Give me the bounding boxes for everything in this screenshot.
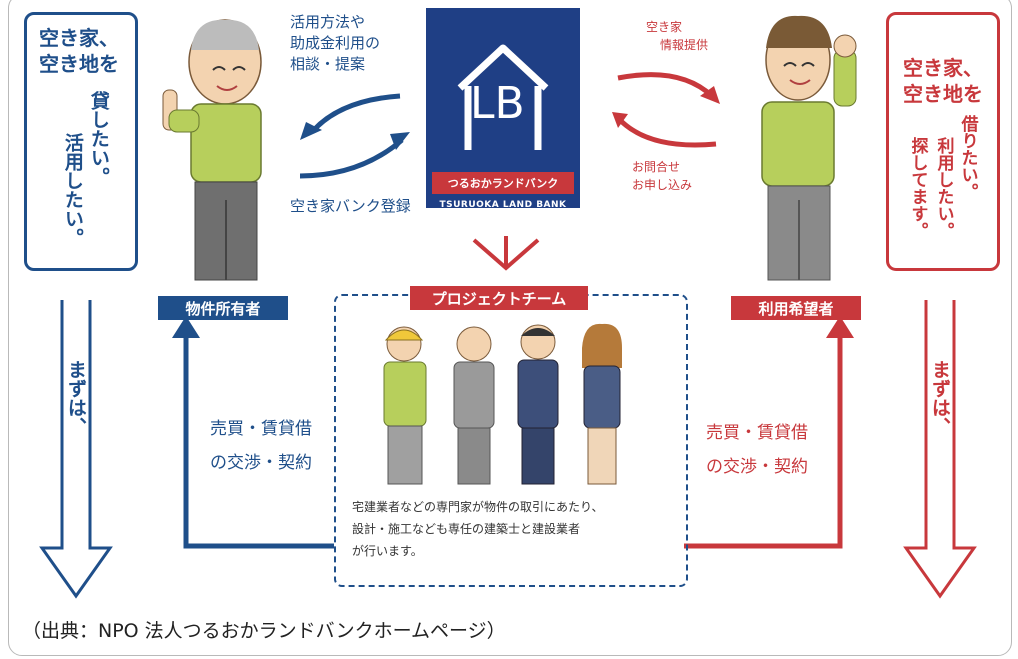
arrow-to-bank-right-head bbox=[612, 112, 628, 128]
arrow-to-bank-head bbox=[390, 132, 410, 150]
owner-speech-line1: 空き家、 bbox=[39, 26, 119, 50]
team-description: 宅建業者などの専門家が物件の取引にあたり、 設計・施工なども専任の建築士と建設業… bbox=[352, 496, 604, 562]
logo-mark: LB bbox=[470, 78, 525, 129]
advice-text: 活用方法や 助成金利用の 相談・提案 bbox=[290, 12, 380, 75]
advice-text-line1: 活用方法や bbox=[290, 13, 366, 31]
user-first-text: まずは、 bbox=[928, 360, 951, 436]
source-caption: （出典：NPO 法人つるおかランドバンクホームページ） bbox=[22, 620, 506, 642]
team-desc-line3: が行います。 bbox=[352, 544, 423, 558]
inquiry-line1: お問合せ bbox=[632, 160, 681, 174]
user-speech-bubble: 空き家、 空き地を 借りたい。 利用したい。 探してます。 bbox=[886, 12, 1000, 271]
arrow-to-owner-head bbox=[300, 122, 322, 140]
user-speech-vertical-3: 探してます。 bbox=[907, 137, 928, 239]
owner-speech-bubble: 空き家、 空き地を 貸したい。 活用したい。 bbox=[24, 12, 138, 271]
owner-contract-text: 売買・賃貸借 の交渉・契約 bbox=[210, 412, 312, 480]
user-contract-text: 売買・賃貸借 の交渉・契約 bbox=[706, 416, 808, 484]
user-label: 利用希望者 bbox=[731, 296, 861, 320]
outer-frame bbox=[8, 0, 1012, 656]
user-person-illustration bbox=[761, 15, 857, 281]
owner-first-text: まずは、 bbox=[64, 360, 87, 436]
info-provide-text: 空き家 情報提供 bbox=[646, 18, 708, 54]
info-provide-line2: 情報提供 bbox=[660, 38, 709, 52]
team-desc-line2: 設計・施工なども専任の建築士と建設業者 bbox=[352, 522, 581, 536]
logo-jp-name: つるおかランドバンク bbox=[432, 172, 574, 194]
inquiry-text: お問合せ お申し込み bbox=[632, 158, 692, 194]
user-speech-vertical-2: 利用したい。 bbox=[933, 137, 954, 239]
owner-label: 物件所有者 bbox=[158, 296, 288, 320]
user-contract-line2: の交渉・契約 bbox=[706, 457, 808, 477]
register-text: 空き家バンク登録 bbox=[290, 197, 411, 215]
user-contract-line1: 売買・賃貸借 bbox=[706, 423, 808, 443]
advice-text-line2: 助成金利用の bbox=[290, 34, 381, 52]
user-speech-vertical-1: 借りたい。 bbox=[957, 115, 978, 200]
owner-speech-vertical-1: 貸したい。 bbox=[87, 91, 110, 186]
owner-speech-vertical-2: 活用したい。 bbox=[61, 133, 84, 247]
arrow-to-user-head bbox=[700, 86, 720, 104]
user-speech-line1: 空き家、 bbox=[903, 56, 983, 80]
advice-text-line3: 相談・提案 bbox=[290, 55, 366, 73]
project-team-label: プロジェクトチーム bbox=[410, 286, 588, 310]
info-provide-line1: 空き家 bbox=[646, 20, 683, 34]
house-logo-icon bbox=[457, 44, 549, 150]
owner-contract-line1: 売買・賃貸借 bbox=[210, 419, 312, 439]
team-desc-line1: 宅建業者などの専門家が物件の取引にあたり、 bbox=[352, 500, 604, 514]
team-illustration bbox=[383, 323, 622, 485]
inquiry-line2: お申し込み bbox=[632, 178, 693, 192]
user-speech-line2: 空き地を bbox=[903, 82, 983, 106]
logo-en-name: TSURUOKA LAND BANK bbox=[439, 200, 567, 210]
owner-speech-line2: 空き地を bbox=[39, 52, 119, 76]
owner-contract-line2: の交渉・契約 bbox=[210, 453, 312, 473]
owner-person-illustration bbox=[162, 19, 262, 281]
